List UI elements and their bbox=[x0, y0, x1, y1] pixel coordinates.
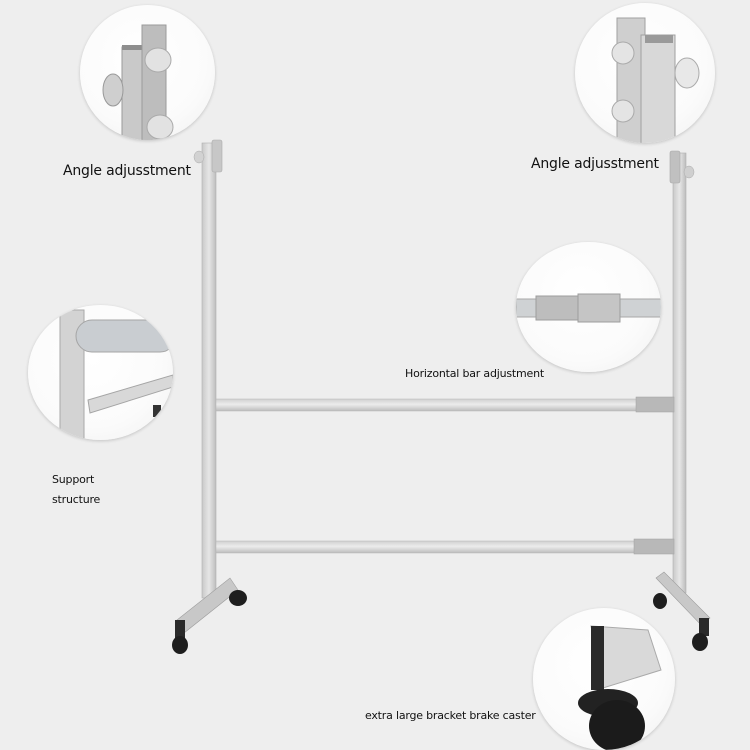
callout-label-support-line2: structure bbox=[52, 493, 101, 506]
caster-wheel-icon bbox=[578, 625, 662, 750]
callout-label-horizontal-bar: Horizontal bar adjustment bbox=[405, 367, 544, 380]
callout-label-support-line1: Support bbox=[52, 473, 95, 486]
detail-circle-horizontal-bar bbox=[516, 242, 661, 372]
detail-circle-support bbox=[28, 305, 173, 440]
bracket-knob-icon bbox=[102, 24, 174, 140]
callout-label-angle-right: Angle adjusstment bbox=[531, 156, 659, 172]
detail-circle-caster bbox=[533, 608, 675, 750]
detail-circle-angle-right bbox=[575, 3, 715, 143]
callout-label-caster: extra large bracket brake caster bbox=[365, 709, 536, 722]
telescopic-bar-icon bbox=[516, 293, 661, 323]
bracket-knob-icon bbox=[611, 17, 700, 143]
detail-circle-angle-left bbox=[80, 5, 215, 140]
callout-label-angle-left: Angle adjusstment bbox=[63, 163, 191, 179]
support-joint-icon bbox=[59, 309, 173, 440]
